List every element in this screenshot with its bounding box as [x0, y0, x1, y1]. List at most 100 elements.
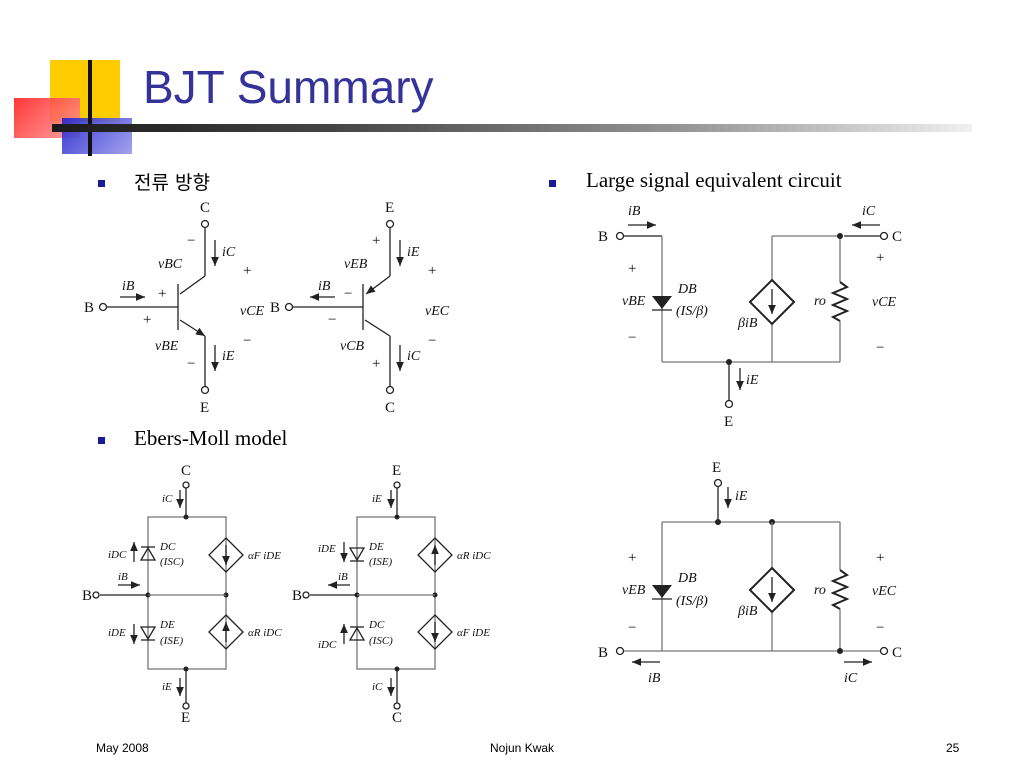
- svg-text:αF iDE: αF iDE: [248, 550, 281, 562]
- svg-text:iDC: iDC: [318, 639, 337, 651]
- svg-text:iB: iB: [318, 279, 331, 294]
- svg-text:ro: ro: [814, 294, 826, 309]
- svg-text:B: B: [598, 229, 608, 245]
- svg-text:DE: DE: [159, 619, 175, 631]
- svg-text:−: −: [328, 312, 336, 328]
- svg-text:DE: DE: [368, 541, 384, 553]
- svg-text:vCE: vCE: [872, 295, 897, 310]
- svg-text:iC: iC: [862, 204, 876, 219]
- svg-text:+: +: [876, 550, 884, 566]
- logo-vertical-line: [88, 60, 92, 156]
- svg-text:iE: iE: [735, 489, 748, 504]
- footer-author: Nojun Kwak: [490, 741, 555, 755]
- svg-text:−: −: [428, 333, 436, 349]
- label-ib: iB: [122, 279, 135, 294]
- svg-text:B: B: [598, 645, 608, 661]
- svg-text:(ISE): (ISE): [369, 556, 393, 568]
- terminal-b: [98, 302, 108, 312]
- svg-text:iC: iC: [372, 681, 383, 693]
- svg-text:DB: DB: [677, 282, 697, 297]
- svg-text:+: +: [628, 261, 636, 277]
- ebers-moll-pnp-diagram: E iE B iB DE (ISE) iDE DC (ISC) iDC αR i…: [292, 463, 491, 726]
- bullet-marker: [98, 180, 105, 187]
- svg-text:iB: iB: [628, 204, 641, 219]
- svg-text:−: −: [243, 333, 251, 349]
- slide-title: BJT Summary: [143, 61, 434, 113]
- label-vbc: vBC: [158, 257, 183, 272]
- svg-text:DC: DC: [368, 619, 385, 631]
- svg-text:−: −: [628, 330, 636, 346]
- svg-text:E: E: [392, 463, 401, 479]
- footer-page-number: 25: [946, 741, 960, 755]
- footer-date: May 2008: [96, 741, 149, 755]
- terminal-c: [200, 219, 210, 229]
- svg-text:−: −: [628, 620, 636, 636]
- svg-text:αR iDC: αR iDC: [457, 550, 491, 562]
- svg-text:iC: iC: [407, 349, 421, 364]
- svg-text:−: −: [876, 340, 884, 356]
- svg-text:−: −: [187, 233, 195, 249]
- svg-text:C: C: [892, 229, 902, 245]
- svg-text:−: −: [876, 620, 884, 636]
- svg-text:E: E: [724, 414, 733, 430]
- label-ic: iC: [222, 245, 236, 260]
- svg-text:iC: iC: [844, 671, 858, 686]
- title-underline: [52, 124, 972, 132]
- svg-text:αR iDC: αR iDC: [248, 627, 282, 639]
- bullet-current-direction: 전류 방향: [134, 172, 210, 194]
- svg-text:iB: iB: [338, 571, 348, 583]
- svg-text:αF iDE: αF iDE: [457, 627, 490, 639]
- svg-text:iB: iB: [648, 671, 661, 686]
- svg-text:+: +: [628, 550, 636, 566]
- svg-text:+: +: [876, 250, 884, 266]
- npn-transistor-diagram: C E B iB iC iE − vBC + + vBE − + vCE −: [84, 200, 265, 416]
- svg-text:(IS/β): (IS/β): [676, 304, 708, 319]
- svg-text:+: +: [158, 286, 166, 302]
- svg-text:B: B: [292, 588, 302, 604]
- svg-text:+: +: [143, 312, 151, 328]
- svg-text:+: +: [428, 263, 436, 279]
- svg-text:E: E: [385, 200, 394, 216]
- svg-text:iE: iE: [407, 245, 420, 260]
- svg-text:C: C: [181, 463, 191, 479]
- svg-text:B: B: [82, 588, 92, 604]
- svg-text:βiB: βiB: [737, 604, 758, 619]
- svg-text:+: +: [372, 233, 380, 249]
- large-signal-pnp-diagram: E iE DB (IS/β) + vEB − βiB ro B iB C iC …: [598, 460, 902, 686]
- label-ie: iE: [222, 349, 235, 364]
- svg-text:C: C: [392, 710, 402, 726]
- bullet-marker: [549, 180, 556, 187]
- bullet-large-signal: Large signal equivalent circuit: [586, 168, 842, 192]
- svg-text:(ISC): (ISC): [160, 556, 184, 568]
- label-veb: vEB: [344, 257, 368, 272]
- svg-text:E: E: [181, 710, 190, 726]
- svg-text:iDE: iDE: [108, 627, 126, 639]
- svg-text:−: −: [187, 356, 195, 372]
- svg-text:vBE: vBE: [622, 294, 646, 309]
- svg-text:iC: iC: [162, 493, 173, 505]
- svg-text:C: C: [892, 645, 902, 661]
- bullet-ebers-moll: Ebers-Moll model: [134, 426, 288, 450]
- svg-text:−: −: [344, 286, 352, 302]
- pnp-transistor-diagram: E C B iB iE iC + vEB − − vCB + + vEC −: [270, 200, 450, 416]
- svg-text:+: +: [372, 356, 380, 372]
- terminal-e: [200, 385, 210, 395]
- label-e: E: [200, 400, 209, 416]
- svg-text:ro: ro: [814, 583, 826, 598]
- svg-text:iDC: iDC: [108, 549, 127, 561]
- svg-text:E: E: [712, 460, 721, 476]
- svg-text:βiB: βiB: [737, 316, 758, 331]
- svg-text:iE: iE: [372, 493, 382, 505]
- svg-text:vEC: vEC: [872, 584, 897, 599]
- svg-text:C: C: [385, 400, 395, 416]
- svg-text:+: +: [243, 263, 251, 279]
- svg-text:(ISC): (ISC): [369, 635, 393, 647]
- label-vce: vCE: [240, 304, 265, 319]
- svg-text:(ISE): (ISE): [160, 635, 184, 647]
- svg-text:B: B: [270, 300, 280, 316]
- label-c: C: [200, 200, 210, 216]
- label-b: B: [84, 300, 94, 316]
- label-vcb: vCB: [340, 339, 365, 354]
- svg-text:DB: DB: [677, 571, 697, 586]
